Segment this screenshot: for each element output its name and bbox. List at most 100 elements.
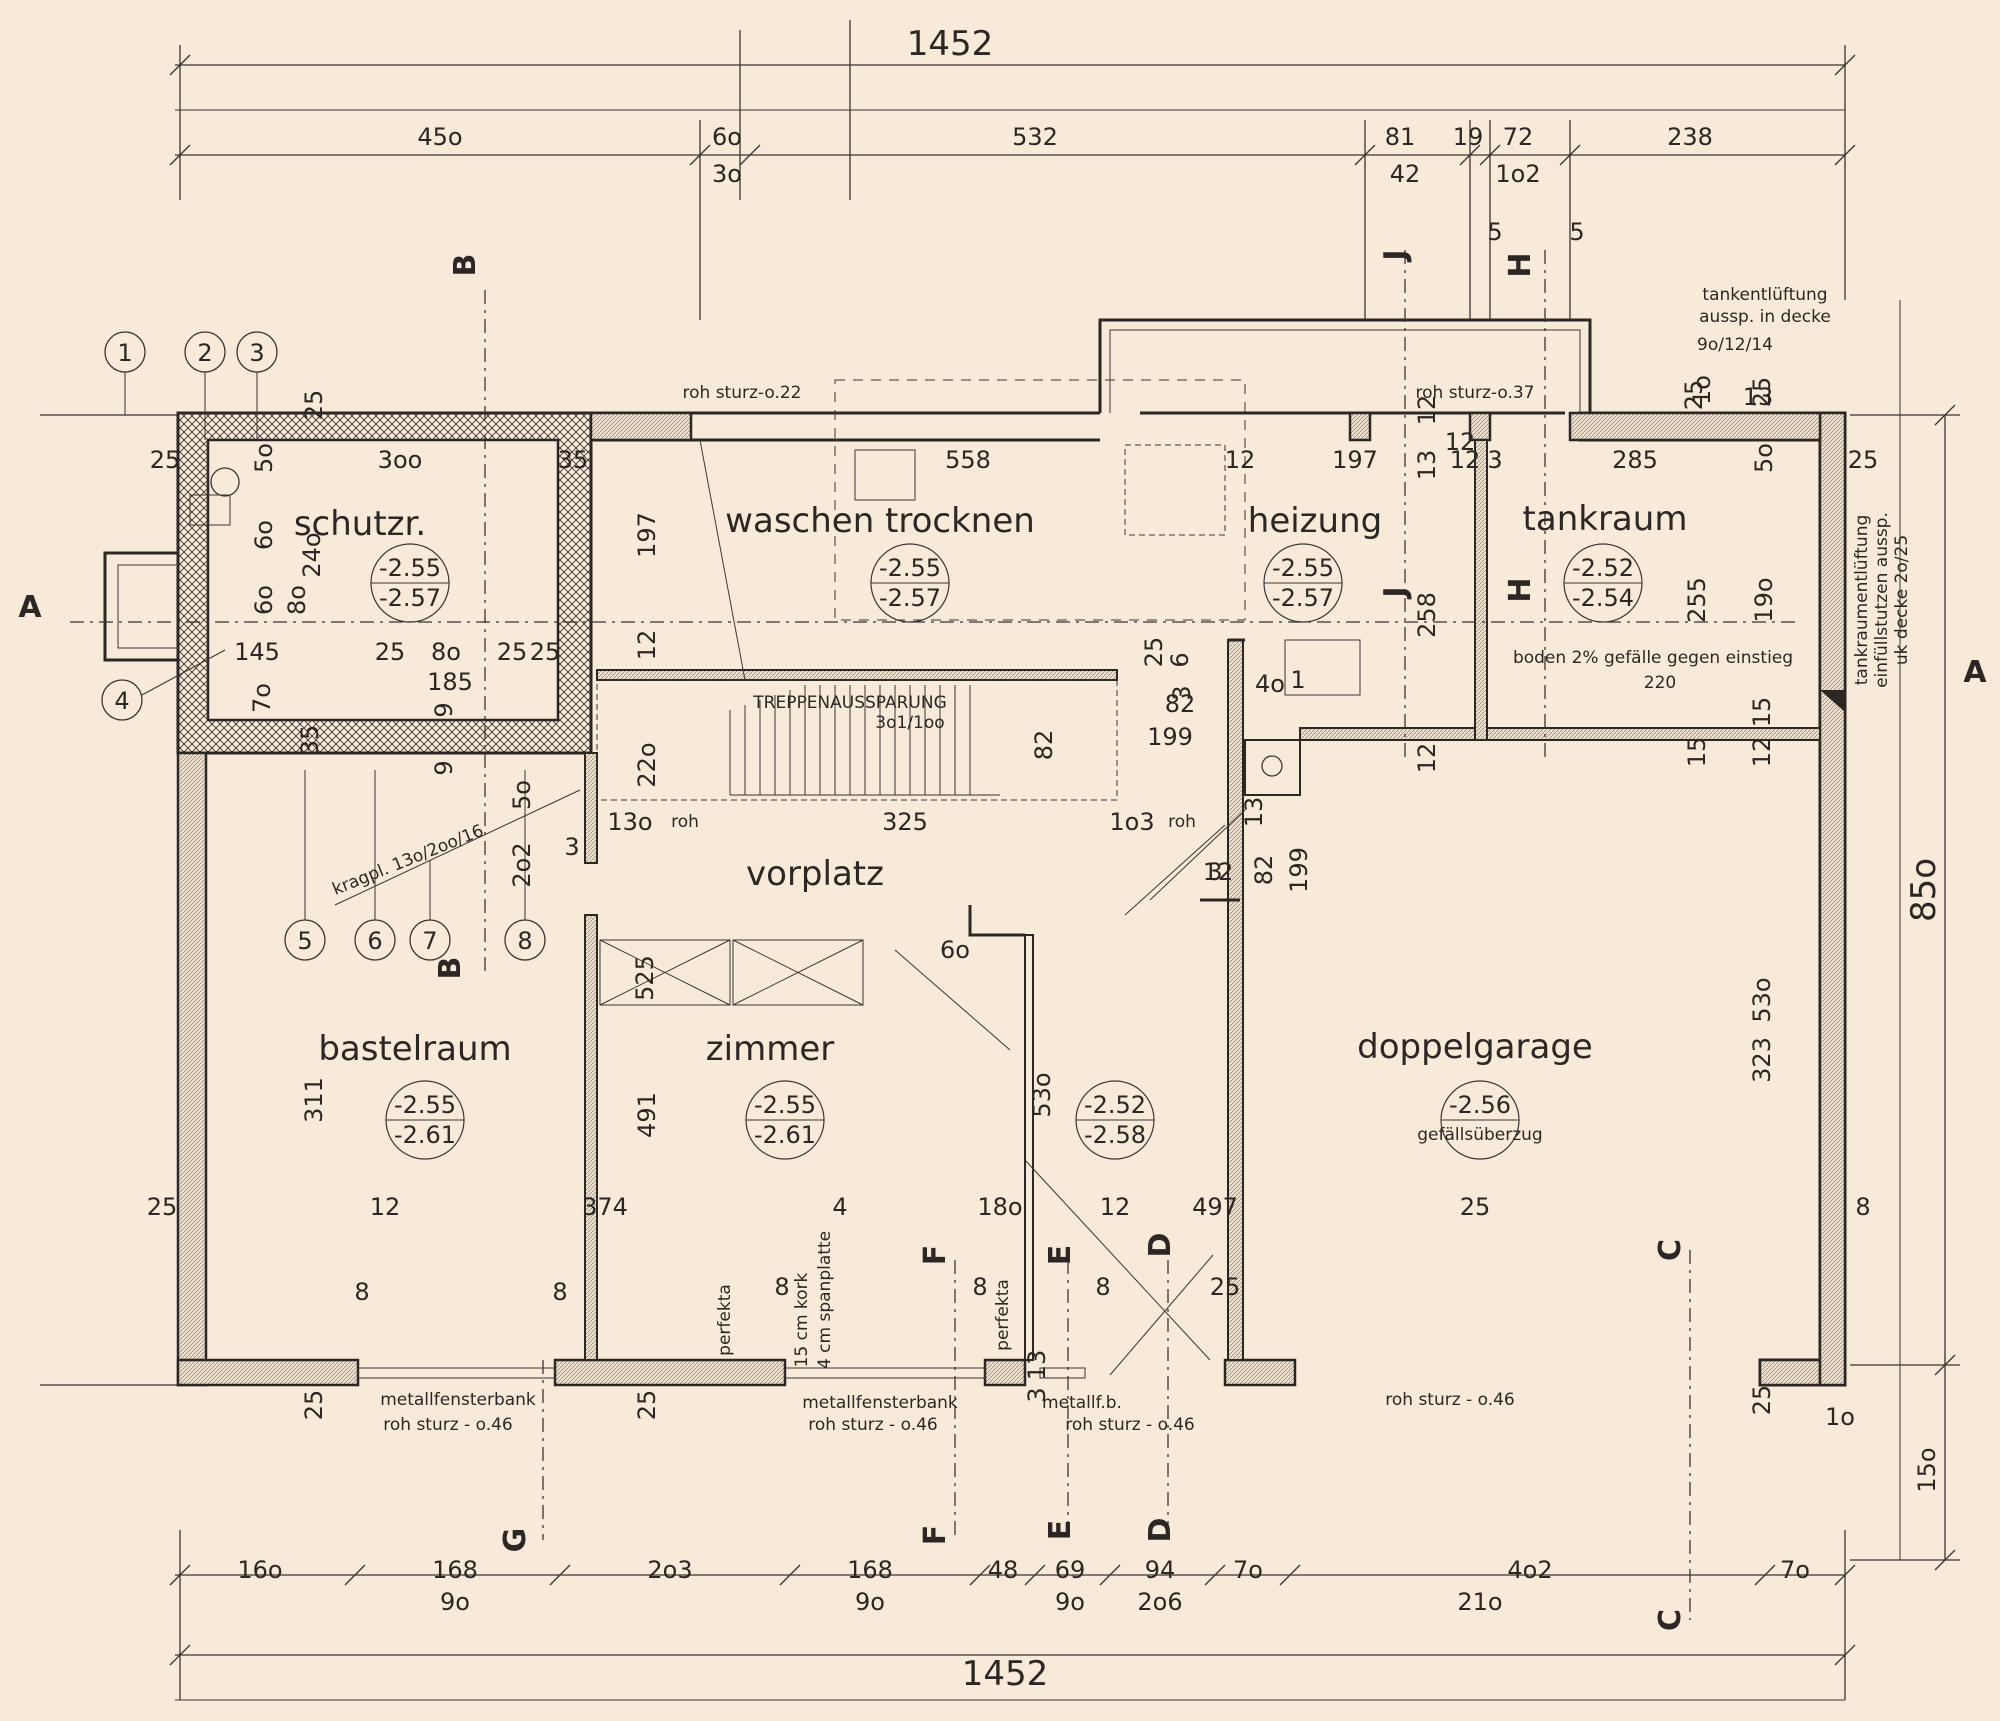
section-b-bottom: B [433,957,468,980]
dim-int: 25 [1680,380,1708,411]
dim-top2-1: 42 [1390,160,1421,188]
note-sturz-top2: roh sturz-o.37 [1416,383,1535,403]
dim-int: 25 [375,638,406,666]
dim-int: 1 [1290,666,1305,694]
level-bastel-bot: -2.61 [394,1121,456,1149]
level-flur-top: -2.52 [1084,1091,1146,1119]
room-waschen: waschen trocknen [725,501,1035,541]
section-g: G [498,1528,533,1553]
fixtures [189,444,1361,1379]
section-h-top: H [1503,252,1538,277]
dim-int: 285 [1612,446,1658,474]
section-j-mid: J [1378,586,1413,599]
dim-int: 197 [1332,446,1378,474]
dim-int: 497 [1192,1193,1238,1221]
marker-6: 6 [367,927,382,955]
section-b-top: B [448,254,483,277]
dim-int: 25 [300,1390,328,1421]
dim-top-4: 19 [1453,123,1484,151]
dim-int: 12 [1225,446,1256,474]
level-schutz-bot: -2.57 [379,584,441,612]
dim-int: 82 [1030,730,1058,761]
dim-850: 85o [1904,858,1944,922]
dim-int: 12 [633,630,661,661]
section-h-mid: H [1503,577,1538,602]
dim-int: 25 [1748,1385,1776,1416]
total-top: 1452 [907,24,994,64]
dim-small5-0: 5 [1487,218,1502,246]
section-a-right: A [1963,655,1987,690]
dim-int: 199 [1285,847,1313,893]
dim-bot2-4: 21o [1457,1588,1502,1616]
room-schutzraum: schutzr. [294,504,426,544]
dim-bot-5: 69 [1055,1556,1086,1584]
dim-int: 82 [1250,855,1278,886]
dim-int: 25 [300,390,328,421]
level-bastel-top: -2.55 [394,1091,456,1119]
dim-int: 2o2 [508,842,536,887]
note-fenster2a: metallfensterbank [802,1393,958,1413]
note-tank-vent-1: aussp. in decke [1699,307,1831,327]
dim-top-0: 45o [417,123,462,151]
dim-top-5: 72 [1503,123,1534,151]
dim-bot-3: 168 [847,1556,893,1584]
note-sturz-top1: roh sturz-o.22 [683,383,802,403]
level-tank-bot: -2.54 [1572,584,1634,612]
dim-top2-0: 3o [712,160,742,188]
dim-530: 53o [1748,977,1776,1022]
level-flur-bot: -2.58 [1084,1121,1146,1149]
note-treppe2: 3o1/1oo [875,713,944,733]
dim-int: 8 [972,1273,987,1301]
dim-int: 6o [940,936,970,964]
room-vorplatz: vorplatz [746,854,884,894]
marker-4: 4 [114,687,129,715]
walls [103,318,1847,1387]
dim-int: 25 [633,1390,661,1421]
dim-int: 25 [1748,377,1776,408]
dim-int: 199 [1147,723,1193,751]
dim-int: 35 [558,446,589,474]
dim-int: 12 [1445,428,1476,456]
dim-int: 558 [945,446,991,474]
dim-int: 1o [1825,1403,1855,1431]
dim-int: 53o [1028,1072,1056,1117]
section-lines [70,250,1845,1620]
dim-int: 197 [633,512,661,558]
dim-int: 13 [1413,450,1441,481]
note-kork2: 4 cm spanplatte [815,1231,835,1369]
marker-2: 2 [197,339,212,367]
dim-int: 24o [298,532,326,577]
marker-1: 1 [117,339,132,367]
dim-int: 13 [1743,383,1774,411]
section-f-top: F [918,1245,953,1266]
level-heiz-top: -2.55 [1272,554,1334,582]
dim-int: 8 [774,1273,789,1301]
room-heizung: heizung [1248,501,1382,541]
room-doppelgarage: doppelgarage [1357,1027,1593,1067]
dim-int: 25 [497,638,528,666]
dim-int: 12 [1100,1193,1131,1221]
dim-int: 6 [1166,652,1194,667]
dim-bot2-2: 9o [1055,1588,1085,1616]
dim-int: 82 [1165,690,1196,718]
dim-int: 25 [1460,1193,1491,1221]
dim-int: 15 [1748,697,1776,728]
dimension-lines [40,20,1960,1701]
note-boden: boden 2% gefälle gegen einstieg [1513,648,1793,668]
dim-int: 3 [1168,685,1196,700]
dim-int: 22o [633,742,661,787]
dim-top-2: 532 [1012,123,1058,151]
dim-top2-2: 1o2 [1495,160,1540,188]
dim-int: 5o [1750,443,1778,473]
marker-circles [101,331,581,961]
room-zimmer: zimmer [706,1029,834,1069]
level-heiz-bot: -2.57 [1272,584,1334,612]
note-fenster2b: roh sturz - o.46 [808,1415,937,1435]
dim-int: 325 [882,808,928,836]
dim-int: 25 [530,638,561,666]
dim-int: 13 [1023,1350,1051,1381]
total-bottom: 1452 [962,1654,1049,1694]
dim-top-3: 81 [1385,123,1416,151]
dim-int: 25 [1848,446,1879,474]
